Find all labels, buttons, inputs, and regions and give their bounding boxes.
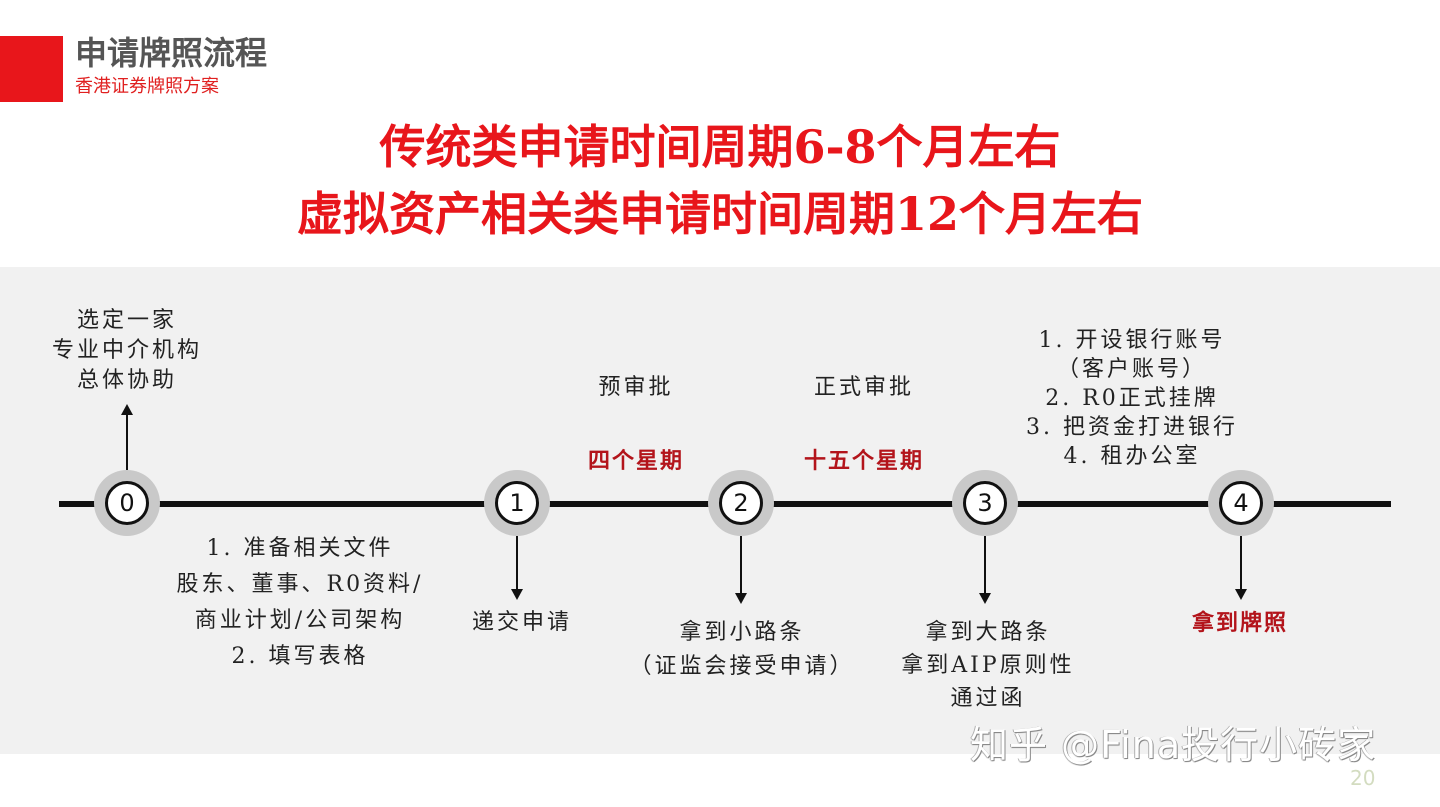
page-subtitle: 香港证券牌照方案 xyxy=(75,76,219,97)
arrow-shaft xyxy=(740,536,742,594)
page-number: 20 xyxy=(1350,766,1376,790)
arrow-down-icon xyxy=(735,593,747,604)
phase-pre-review-duration: 四个星期 xyxy=(587,448,684,474)
label-line: 1. 准备相关文件 xyxy=(206,536,394,561)
timeline-node-0: 0 xyxy=(94,470,160,536)
phase-pre-review-label: 预审批 xyxy=(598,375,674,400)
node2-description: 拿到小路条 （证监会接受申请） xyxy=(612,616,872,684)
headline-virtual-asset: 虚拟资产相关类申请时间周期12个月左右 xyxy=(296,187,1143,241)
page-title: 申请牌照流程 xyxy=(75,34,268,72)
label-line: 递交申请 xyxy=(471,610,572,635)
arrow-down-icon xyxy=(1235,589,1247,600)
arrow-shaft xyxy=(126,414,128,470)
node-number: 2 xyxy=(719,481,763,525)
label-line: 专业中介机构 xyxy=(51,338,202,363)
label-line: 4. 租办公室 xyxy=(1063,444,1201,469)
label-line: 3. 把资金打进银行 xyxy=(1026,415,1238,440)
header-accent-block xyxy=(0,36,63,102)
timeline-node-3: 3 xyxy=(952,470,1018,536)
label-line: 拿到AIP原则性 xyxy=(901,653,1075,678)
node-number: 4 xyxy=(1219,481,1263,525)
arrow-down-icon xyxy=(511,589,523,600)
label-line: 2. R0正式挂牌 xyxy=(1045,386,1219,411)
arrow-shaft xyxy=(984,536,986,594)
label-line: （证监会接受申请） xyxy=(629,654,855,679)
label-line: 商业计划/公司架构 xyxy=(194,608,406,633)
label-line: 1. 开设银行账号 xyxy=(1038,328,1226,353)
timeline-node-1: 1 xyxy=(484,470,550,536)
label-line: 通过函 xyxy=(950,686,1026,711)
label-line: 股东、董事、R0资料/ xyxy=(176,572,424,597)
label-line: 拿到小路条 xyxy=(679,620,805,645)
node-number: 3 xyxy=(963,481,1007,525)
watermark: 知乎 @Fina投行小砖家 xyxy=(970,723,1377,767)
arrow-down-icon xyxy=(979,593,991,604)
arrow-shaft xyxy=(1240,536,1242,590)
headline-traditional: 传统类申请时间周期6-8个月左右 xyxy=(379,120,1061,174)
timeline-node-2: 2 xyxy=(708,470,774,536)
label-line: 选定一家 xyxy=(76,308,177,333)
node-number: 0 xyxy=(105,481,149,525)
node4-description: 拿到牌照 xyxy=(1140,608,1340,638)
arrow-up-icon xyxy=(121,404,133,415)
timeline-node-4: 4 xyxy=(1208,470,1274,536)
label-line: 拿到牌照 xyxy=(1191,610,1288,636)
node-number: 1 xyxy=(495,481,539,525)
node1-description: 递交申请 xyxy=(422,608,622,638)
label-line: 拿到大路条 xyxy=(925,620,1051,645)
node3-tasks: 1. 开设银行账号 （客户账号） 2. R0正式挂牌 3. 把资金打进银行 4.… xyxy=(1002,326,1262,471)
node0-description: 选定一家 专业中介机构 总体协助 xyxy=(27,306,227,396)
label-line: 2. 填写表格 xyxy=(231,644,369,669)
node3-description: 拿到大路条 拿到AIP原则性 通过函 xyxy=(878,616,1098,715)
arrow-shaft xyxy=(516,536,518,590)
phase-formal-review-duration: 十五个星期 xyxy=(803,448,924,474)
label-line: （客户账号） xyxy=(1056,357,1207,382)
prep-documents-description: 1. 准备相关文件 股东、董事、R0资料/ 商业计划/公司架构 2. 填写表格 xyxy=(140,531,460,675)
phase-formal-review-label: 正式审批 xyxy=(813,375,914,400)
label-line: 总体协助 xyxy=(76,368,177,393)
